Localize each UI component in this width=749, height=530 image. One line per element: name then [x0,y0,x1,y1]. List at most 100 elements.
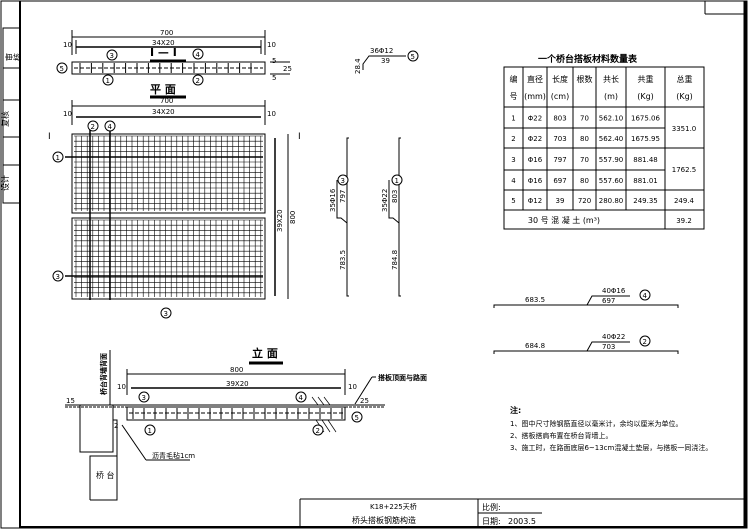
table-total: 249.4 [674,197,695,205]
svg-text:10: 10 [267,41,276,49]
table-header: 共重 [638,74,654,84]
svg-text:5: 5 [272,74,276,82]
table-cell: Φ22 [528,115,542,123]
elevation-view: 立 面 800 39X20 10 10 桥 台 桥台背墙背面 沥青毛毡1cm 2… [65,346,427,501]
svg-text:2: 2 [643,338,647,346]
mark-4: 4 [192,48,204,60]
table-cell: 2 [511,135,515,143]
mark-5: 5 [56,62,68,74]
svg-text:700: 700 [160,97,173,105]
svg-text:40Φ16: 40Φ16 [602,287,626,295]
svg-text:4: 4 [108,123,113,131]
svg-text:10: 10 [267,110,276,118]
mark-2: 2 [312,424,324,436]
svg-text:10: 10 [63,110,72,118]
bar2-detail: 684.8 40Φ22 703 [493,333,679,354]
svg-text:39: 39 [381,57,390,65]
svg-text:39X20: 39X20 [276,209,284,232]
svg-text:5: 5 [60,65,64,73]
table-header: 根数 [577,74,593,84]
svg-text:800: 800 [289,211,297,224]
svg-text:3: 3 [110,52,114,60]
svg-text:4: 4 [196,51,201,59]
table-header: 长度 [552,74,568,84]
table-cell: Φ12 [528,197,542,205]
svg-text:2: 2 [91,123,95,131]
mark-5: 5 [407,50,419,62]
table-cell: Φ16 [528,156,543,164]
svg-text:10: 10 [117,383,126,391]
table-cell: 249.35 [633,197,658,205]
table-cell: 80 [580,177,589,185]
table-cell: 39 [556,197,565,205]
material-table: 一个桥台搭板材料数量表 编号直径(mm)长度(cm)根数共长(m)共重(Kg)总… [503,53,705,230]
table-cell: 797 [553,156,566,164]
svg-text:5: 5 [355,414,359,422]
svg-text:4: 4 [299,394,304,402]
table-header: 总重 [677,74,693,84]
mark-1: 1 [391,174,403,186]
table-header-unit: (Kg) [637,92,654,101]
table-cell: 557.60 [599,177,624,185]
table-cell: 562.10 [599,115,624,123]
plan-view: 平 面 700 34X20 10 10 I I 39X20 800 [48,83,301,300]
svg-text:700: 700 [160,29,173,37]
table-header-unit: 号 [510,92,518,101]
table-cell: 562.40 [599,135,624,143]
svg-text:15: 15 [66,397,75,405]
table-header-unit: (m) [604,92,618,101]
svg-text:搭板顶面与路面: 搭板顶面与路面 [378,373,427,382]
svg-text:684.8: 684.8 [525,342,545,350]
mark-3: 3 [138,391,150,403]
svg-text:5: 5 [411,53,415,61]
bar5-detail: 36Φ12 39 28.4 [354,47,406,74]
svg-text:34X20: 34X20 [152,39,175,47]
table-cell: 703 [553,135,566,143]
mark-3: 3 [52,270,64,282]
side-label-design: 设计 [0,175,10,191]
concrete-value: 39.2 [676,217,692,225]
svg-text:803: 803 [391,190,399,203]
side-label-review: 审核 [4,53,22,62]
svg-text:平 面: 平 面 [150,83,176,96]
svg-text:2: 2 [114,422,118,430]
table-cell: 1675.95 [631,135,660,143]
notes: 注: 1、图中尺寸除钢筋直径以毫米计，余均以厘米为单位。 2、搭板搭肩布置在桥台… [510,405,712,452]
svg-text:40Φ22: 40Φ22 [602,333,625,341]
svg-text:25: 25 [360,397,369,405]
svg-text:703: 703 [602,343,615,351]
svg-text:800: 800 [230,366,243,374]
table-cell: Φ16 [528,177,543,185]
table-title: 一个桥台搭板材料数量表 [538,53,638,65]
svg-text:1: 1 [148,427,152,435]
svg-text:3: 3 [56,273,60,281]
svg-text:1: 1 [56,154,60,162]
svg-text:783.5: 783.5 [339,250,347,270]
concrete-label: 30 号 混 凝 土 (m³) [528,215,600,225]
table-cell: 881.48 [633,156,658,164]
table-total: 3351.0 [672,125,697,133]
table-cell: 4 [511,177,516,185]
title-block: K18+225天桥 桥头搭板钢筋构造 比例: 日期: 2003.5 [299,498,745,527]
table-cell: 803 [553,115,566,123]
svg-text:桥 台: 桥 台 [96,470,115,480]
table-cell: 80 [580,135,589,143]
mark-4: 4 [104,120,116,132]
table-cell: 5 [511,197,515,205]
table-header-unit: (mm) [524,92,546,101]
side-label-check: 复核 [0,111,10,127]
svg-text:797: 797 [339,190,347,203]
svg-text:683.5: 683.5 [525,296,545,304]
note-3: 3、施工时，在路面底层6~13cm混凝土垫层，与搭板一同浇注。 [510,443,712,452]
svg-text:桥台背墙背面: 桥台背墙背面 [99,353,108,395]
svg-text:日期:: 日期: [482,517,501,526]
table-header: 直径 [527,74,543,84]
svg-text:2: 2 [196,77,200,85]
table-cell: 881.01 [633,177,658,185]
table-total: 1762.5 [672,166,697,174]
table-header-unit: (cm) [551,92,569,101]
svg-text:注:: 注: [510,405,521,415]
svg-text:5: 5 [272,57,276,65]
svg-text:34X20: 34X20 [152,108,175,116]
bar1-detail: 35Φ22 803 784.8 [381,137,401,297]
